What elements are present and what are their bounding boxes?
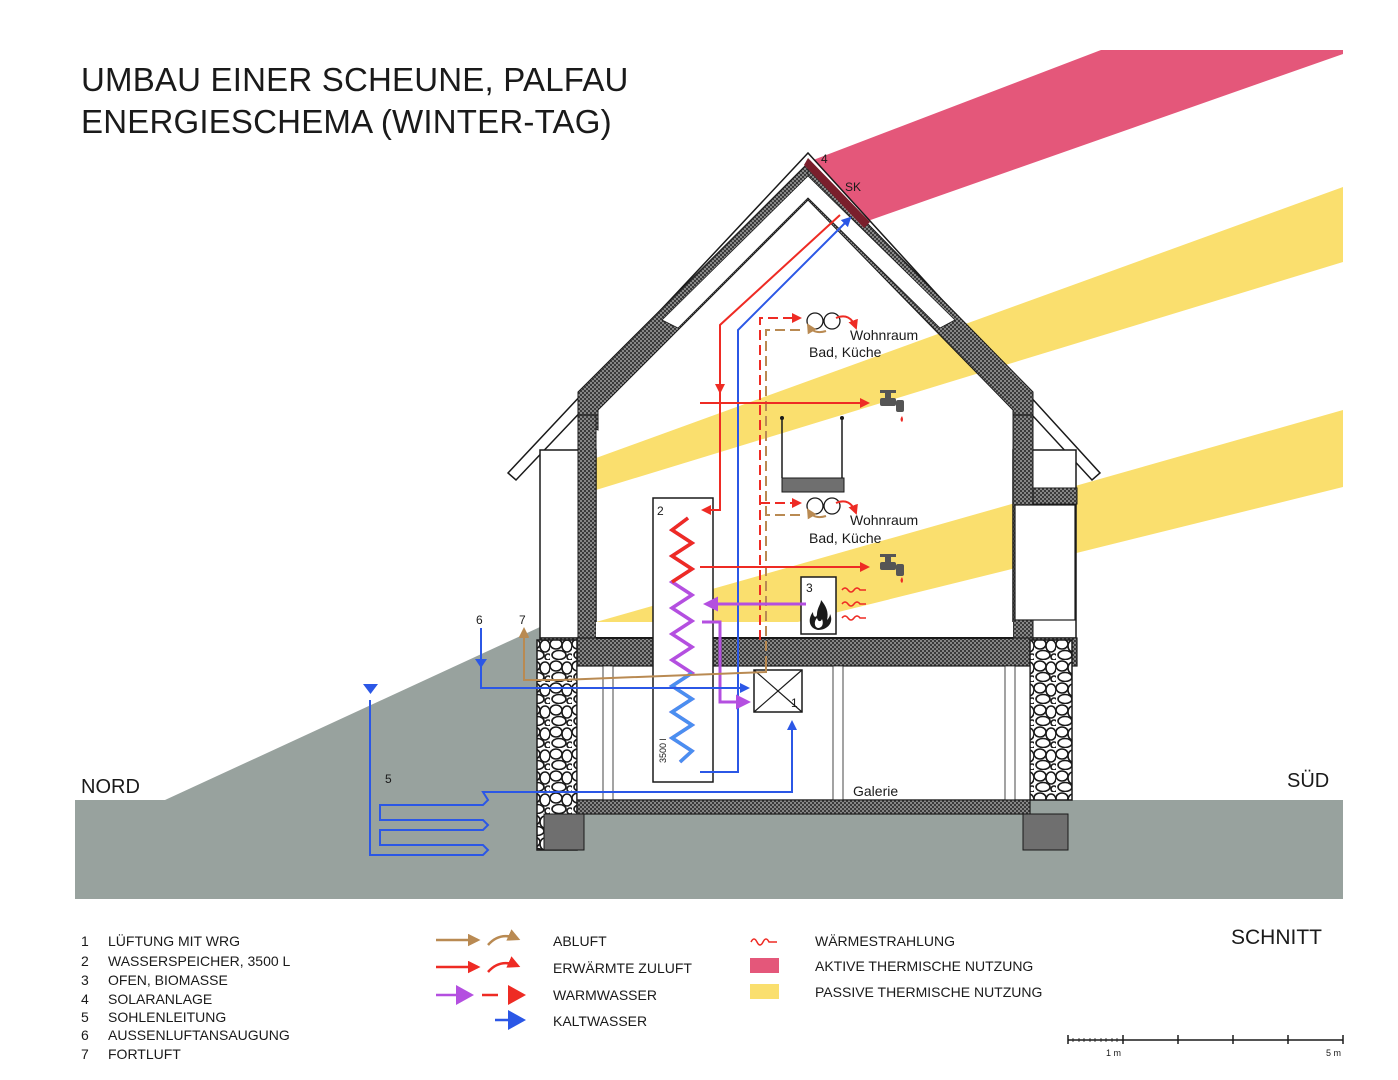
basement-wall-south: [1029, 639, 1073, 801]
gallery-slab: [781, 477, 845, 493]
legend-item-2: WASSERSPEICHER, 3500 L: [108, 953, 291, 969]
label-outdoor-air-number: 6: [476, 613, 483, 627]
label-storage-volume: 3500 l: [658, 738, 668, 763]
legend-flow-symbols: [436, 929, 777, 1030]
label-solar-code: SK: [845, 180, 861, 194]
legend-num-7: 7: [81, 1046, 89, 1062]
legend-num-3: 3: [81, 972, 89, 988]
basement-slab: [576, 799, 1031, 815]
legend-num-5: 5: [81, 1009, 89, 1025]
legend-num-6: 6: [81, 1027, 89, 1043]
legend-item-7: FORTLUFT: [108, 1046, 181, 1062]
orientation-north: NORD: [81, 776, 140, 798]
legend-cold-water: KALTWASSER: [553, 1013, 648, 1029]
heat-radiation-icon: [841, 587, 866, 621]
legend-item-1: LÜFTUNG MIT WRG: [108, 933, 240, 949]
legend-item-6: AUSSENLUFTANSAUGUNG: [108, 1027, 290, 1043]
label-storage-number: 2: [657, 504, 664, 518]
legend-item-5: SOHLENLEITUNG: [108, 1009, 227, 1025]
label-room-upper-2: Bad, Küche: [809, 344, 882, 360]
solar-collector: [804, 158, 870, 228]
legend-item-3: OFEN, BIOMASSE: [108, 972, 228, 988]
legend-passive-swatch: [750, 984, 779, 999]
label-exhaust-number: 7: [519, 613, 526, 627]
legend-hot-water: WARMWASSER: [553, 987, 657, 1003]
legend-exhaust-air: ABLUFT: [553, 933, 607, 949]
label-stove-number: 3: [806, 581, 813, 595]
scale-label-5m: 5 m: [1326, 1048, 1342, 1058]
scale-bar: [1067, 1035, 1344, 1044]
section-label: SCHNITT: [1231, 926, 1322, 949]
legend-active-thermal: AKTIVE THERMISCHE NUTZUNG: [815, 958, 1034, 974]
label-solar-number: 4: [821, 152, 828, 166]
title-line-2: ENERGIESCHEMA (WINTER-TAG): [81, 103, 612, 140]
legend-num-1: 1: [81, 933, 89, 949]
legend-item-4: SOLARANLAGE: [108, 991, 213, 1007]
label-room-lower-2: Bad, Küche: [809, 530, 882, 546]
roof-outline: [506, 151, 1102, 482]
ground-floor-slab: [539, 637, 1078, 667]
active-thermal-band: [808, 50, 1343, 229]
title-line-1: UMBAU EINER SCHEUNE, PALFAU: [81, 61, 629, 98]
label-ventilation-number: 1: [791, 696, 798, 710]
legend-num-2: 2: [81, 953, 89, 969]
label-room-lower-1: Wohnraum: [850, 512, 918, 528]
passive-thermal-band-lower: [596, 410, 1343, 672]
legend-active-swatch: [750, 958, 779, 973]
orientation-south: SÜD: [1287, 770, 1329, 792]
water-storage-tank: [652, 497, 714, 783]
label-ground-pipe-number: 5: [385, 772, 392, 786]
scale-label-1m: 1 m: [1106, 1048, 1122, 1058]
label-room-upper-1: Wohnraum: [850, 327, 918, 343]
label-basement-room: Galerie: [853, 783, 898, 799]
water-tap-icon: [880, 390, 904, 583]
legend-radiation: WÄRMESTRAHLUNG: [815, 933, 956, 949]
legend-heated-supply-air: ERWÄRMTE ZULUFT: [553, 960, 692, 976]
legend-passive-thermal: PASSIVE THERMISCHE NUTZUNG: [815, 984, 1043, 1000]
legend-num-4: 4: [81, 991, 89, 1007]
